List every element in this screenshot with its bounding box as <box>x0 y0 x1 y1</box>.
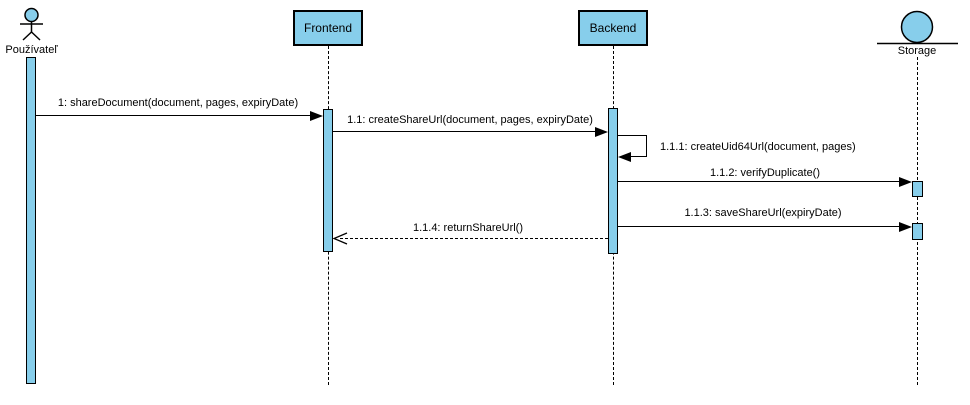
arrowhead-icon-1-1 <box>595 127 608 137</box>
lifeline-label-frontend: Frontend <box>303 21 353 35</box>
activation-bar-frontend <box>323 109 333 252</box>
message-line-1-1 <box>333 131 595 132</box>
lifeline-label-backend: Backend <box>589 21 637 35</box>
lifeline-head-frontend: Frontend <box>293 10 363 46</box>
entity-circle <box>900 10 934 44</box>
lifeline-head-backend: Backend <box>578 10 648 46</box>
message-line-1-1-4 <box>340 238 608 239</box>
self-message-bottom-1-1-1 <box>631 156 647 157</box>
activation-bar-storage-1 <box>912 181 923 197</box>
actor-head <box>24 7 39 23</box>
message-label-1-1: 1.1: createShareUrl(document, pages, exp… <box>347 114 593 126</box>
message-label-1-1-2: 1.1.2: verifyDuplicate() <box>709 167 821 179</box>
entity-icon-storage <box>877 10 958 45</box>
message-label-1-1-4: 1.1.4: returnShareUrl() <box>412 222 524 234</box>
arrowhead-icon-1 <box>310 111 323 121</box>
arrowhead-icon-1-1-1 <box>618 152 631 162</box>
activation-bar-user <box>26 57 36 384</box>
actor-icon <box>20 7 43 41</box>
arrowhead-icon-1-1-3 <box>899 222 912 232</box>
message-label-1: 1: shareDocument(document, pages, expiry… <box>57 97 299 109</box>
lifeline-label-user: Používateľ <box>5 44 58 56</box>
activation-bar-backend <box>608 108 618 254</box>
lifeline-storage <box>916 57 918 385</box>
message-label-1-1-3: 1.1.3: saveShareUrl(expiryDate) <box>684 207 842 219</box>
self-message-top-1-1-1 <box>618 135 647 136</box>
self-message-side-1-1-1 <box>646 135 647 156</box>
message-line-1 <box>36 115 311 116</box>
activation-bar-storage-2 <box>912 223 923 240</box>
message-line-1-1-3 <box>618 226 899 227</box>
lifeline-label-storage: Storage <box>897 45 937 57</box>
open-arrowhead-icon-1-1-4 <box>333 232 348 245</box>
arrowhead-icon-1-1-2 <box>899 177 912 187</box>
message-line-1-1-2 <box>618 181 899 182</box>
message-label-1-1-1: 1.1.1: createUid64Url(document, pages) <box>660 141 856 153</box>
